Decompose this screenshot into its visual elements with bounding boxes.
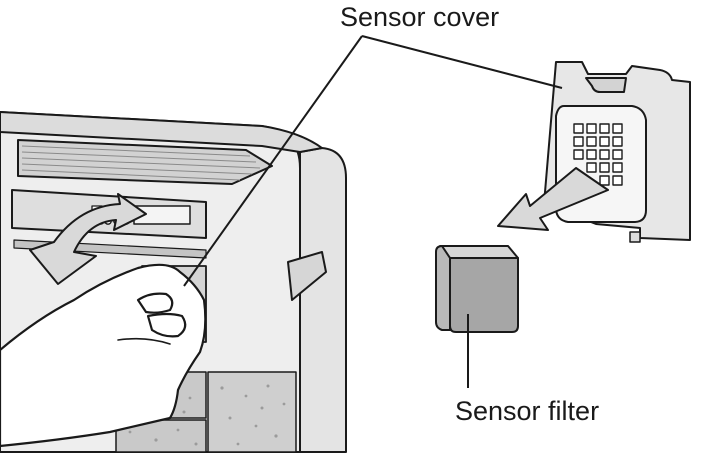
pull-out-arrow-icon	[497, 167, 609, 231]
hand	[0, 263, 207, 448]
rotate-down-arrow-icon	[29, 193, 147, 285]
side-handle	[287, 251, 327, 301]
sensor-cover-label: Sensor cover	[340, 2, 500, 32]
sensor-filter	[435, 245, 519, 333]
leader-lines	[183, 35, 563, 388]
sensor-filter-top	[439, 245, 519, 259]
finger-1	[136, 292, 174, 314]
sensor-filter-front	[435, 245, 451, 331]
sensor-cover-leader-to-part	[361, 35, 563, 89]
sensor-cover-leader-to-unit	[183, 35, 363, 287]
vent-slats	[21, 145, 261, 181]
finger-2	[146, 312, 187, 338]
sensor-cover-grid	[573, 123, 623, 186]
hand-crease	[117, 337, 171, 345]
sensor-filter-face	[449, 257, 519, 333]
sensor-cover	[543, 61, 691, 243]
sensor-filter-label: Sensor filter	[455, 396, 600, 426]
unit-side-panel	[299, 147, 347, 453]
unit-top-ledge	[0, 111, 323, 153]
sensor-cover-clip	[585, 77, 627, 93]
sensor-cover-tab	[629, 231, 641, 243]
